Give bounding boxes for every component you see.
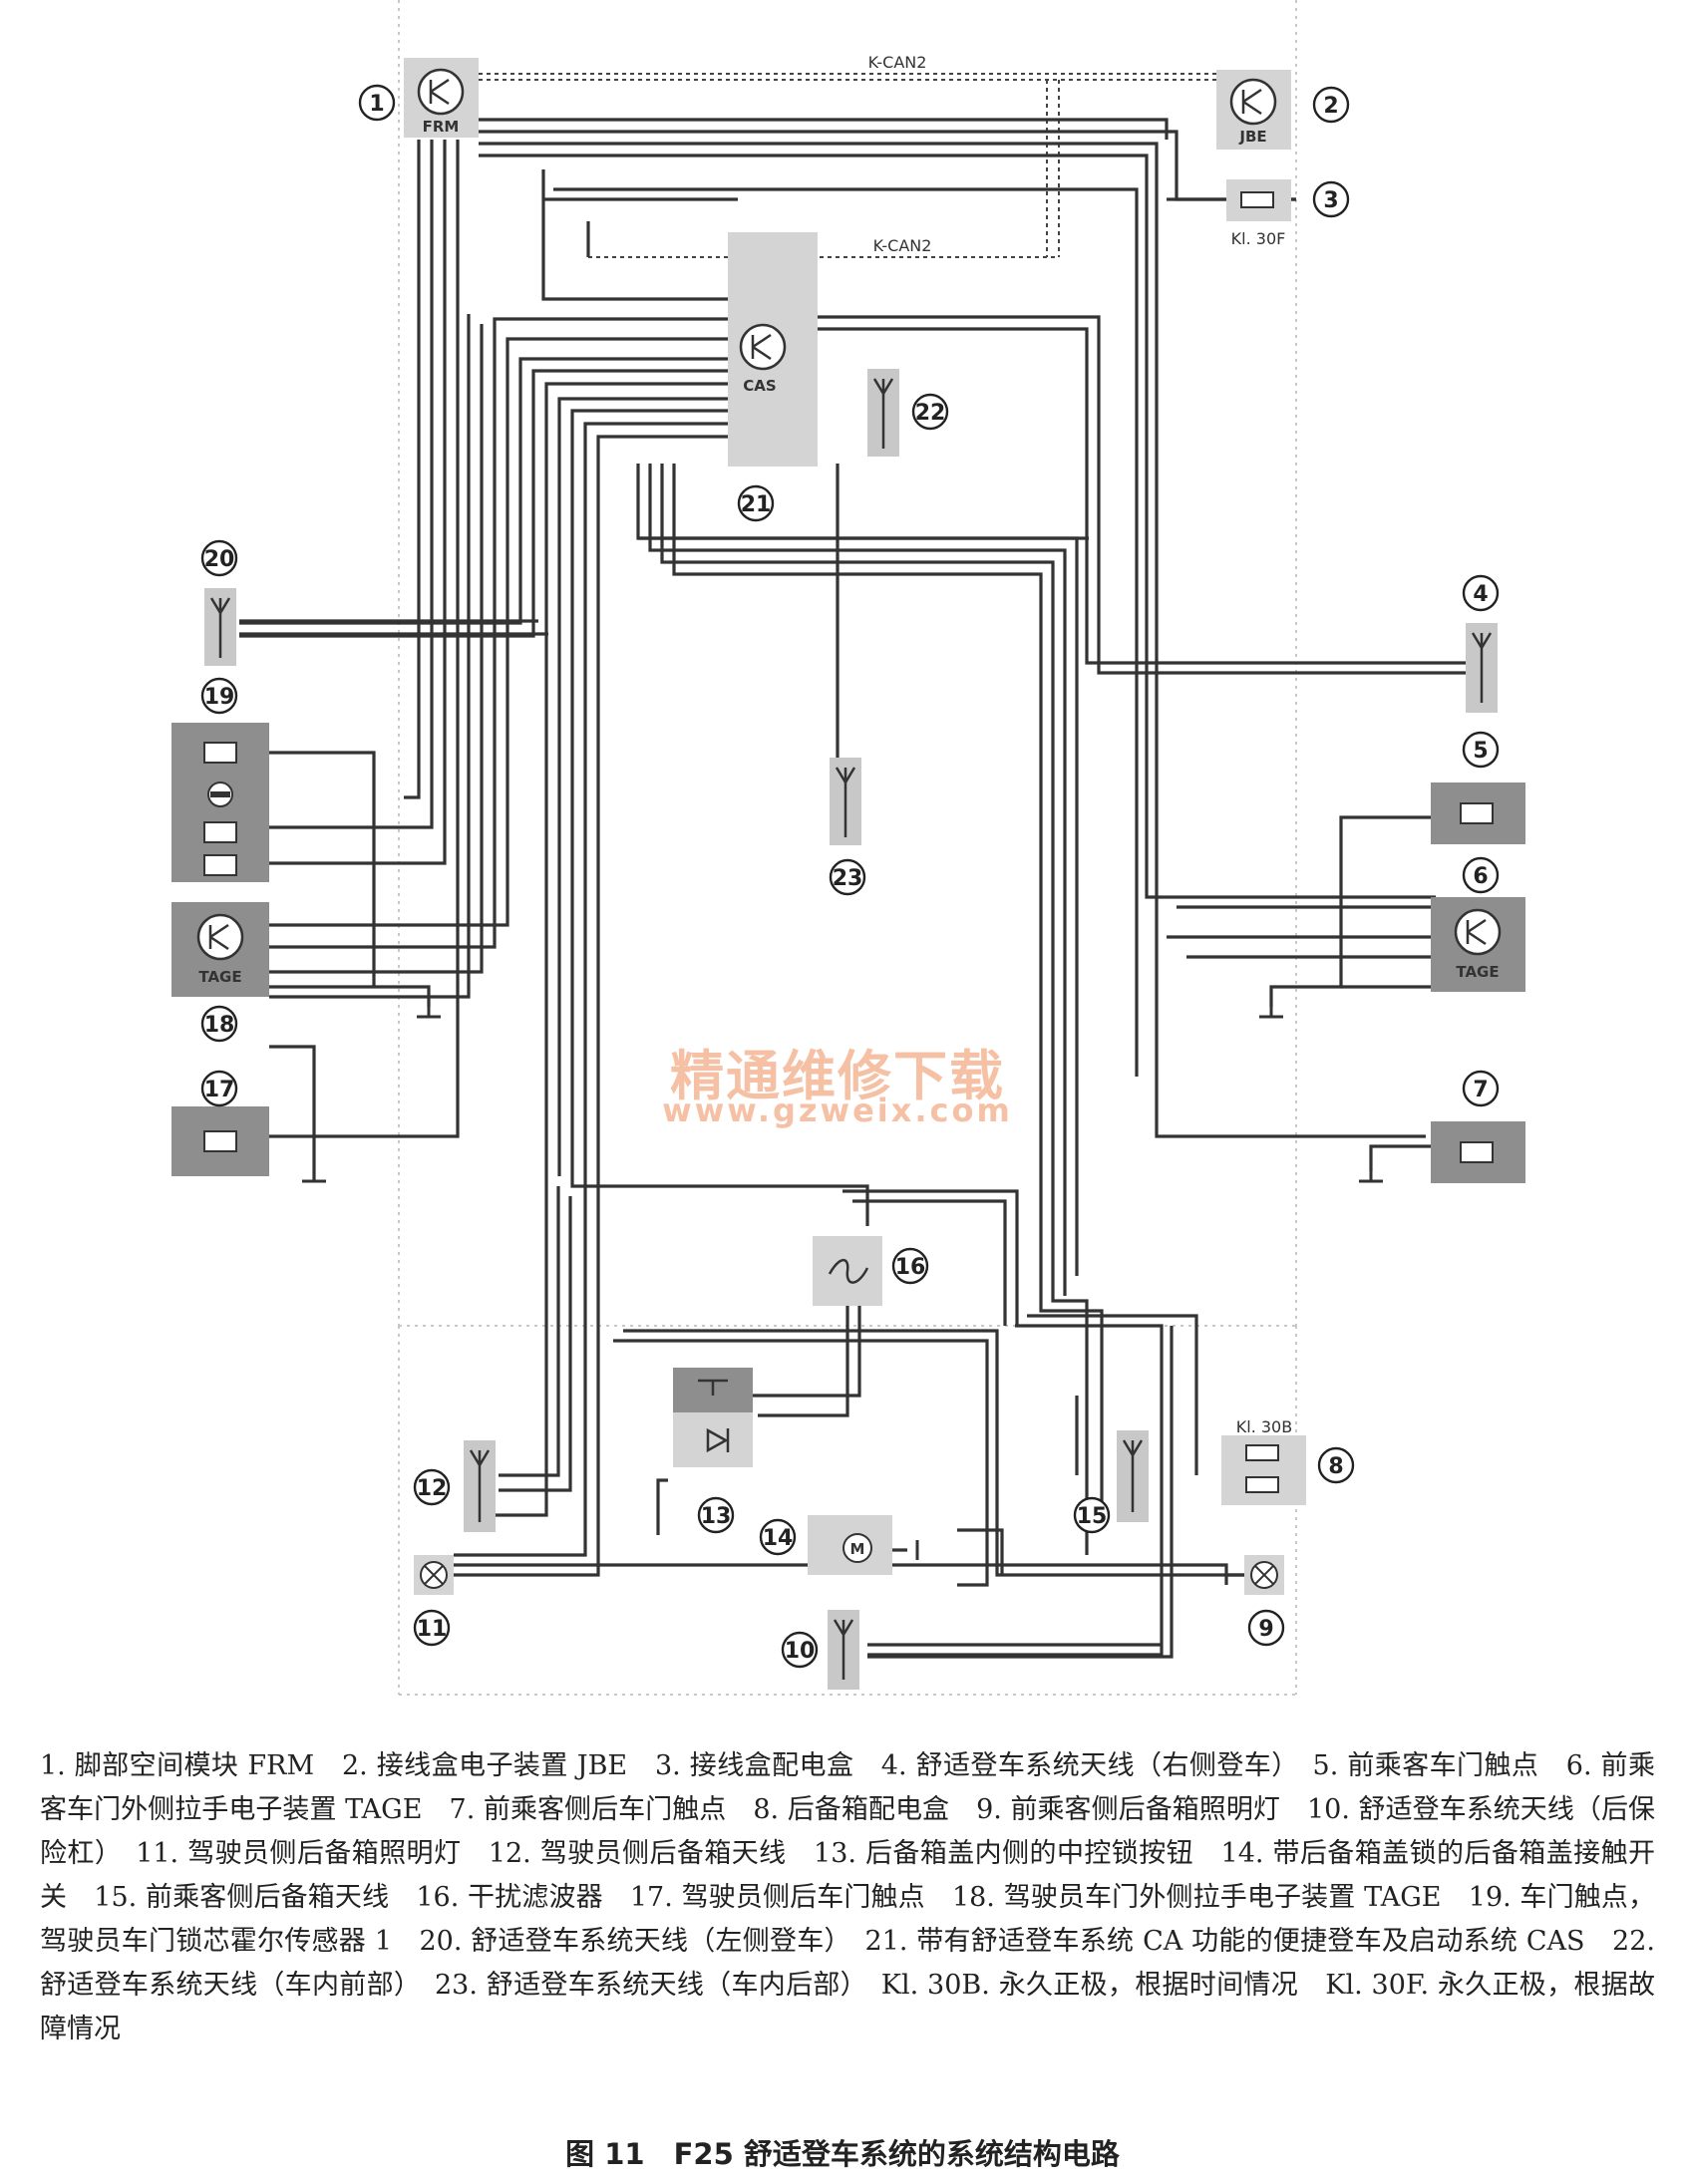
module-cas: CAS (728, 232, 818, 467)
kl30b-label: Kl. 30B (1236, 1417, 1292, 1436)
antenna-15 (1117, 1430, 1149, 1522)
k-can2-mid-label: K-CAN2 (873, 236, 932, 255)
cas-label: CAS (743, 377, 776, 395)
svg-text:17: 17 (204, 1078, 235, 1102)
callout-6: 6 (1462, 856, 1500, 894)
module-frm: FRM (404, 58, 479, 138)
callout-23: 23 (829, 858, 866, 896)
svg-text:10: 10 (785, 1639, 816, 1664)
antenna-10 (828, 1610, 859, 1690)
circuit-diagram: FRM JBE Kl. 30F CAS TAGE (171, 0, 1525, 1696)
callout-11: 11 (413, 1609, 451, 1647)
svg-text:7: 7 (1473, 1078, 1488, 1102)
callout-20: 20 (200, 539, 238, 577)
door-contact-17 (171, 1106, 269, 1176)
fuse-box-8: Kl. 30B (1221, 1417, 1306, 1505)
watermark-title: 精通维修下载 (670, 1045, 1005, 1107)
callout-14: 14 (759, 1518, 797, 1556)
callout-5: 5 (1462, 731, 1500, 769)
figure-caption: 图 11 F25 舒适登车系统的系统结构电路 (565, 2137, 1120, 2171)
frm-label: FRM (423, 118, 460, 136)
legend-text: 1. 脚部空间模块 FRM 2. 接线盒电子装置 JBE 3. 接线盒配电盒 4… (40, 1750, 1655, 2044)
svg-text:18: 18 (204, 1013, 235, 1038)
interference-filter-16 (813, 1236, 882, 1306)
trunk-lamp-9 (1244, 1555, 1284, 1595)
svg-text:15: 15 (1077, 1504, 1108, 1529)
svg-text:1: 1 (369, 92, 384, 117)
svg-text:2: 2 (1323, 94, 1338, 119)
svg-text:22: 22 (915, 401, 946, 426)
kl30f-label: Kl. 30F (1231, 229, 1286, 248)
callout-1: 1 (358, 84, 396, 122)
callout-9: 9 (1247, 1609, 1285, 1647)
svg-text:3: 3 (1323, 188, 1338, 213)
antenna-23 (830, 758, 861, 845)
antenna-22 (867, 369, 899, 457)
callout-18: 18 (200, 1005, 238, 1043)
svg-text:21: 21 (741, 492, 772, 517)
antenna-20 (204, 588, 236, 666)
door-contact-5 (1431, 782, 1525, 844)
ground-symbols (302, 997, 1383, 1560)
callout-21: 21 (737, 484, 775, 522)
svg-text:20: 20 (204, 547, 235, 572)
callout-17: 17 (200, 1070, 238, 1107)
callout-3: 3 (1312, 180, 1350, 218)
watermark-url: www.gzweix.com (662, 1092, 1013, 1129)
callout-15: 15 (1073, 1496, 1111, 1534)
door-contacts-19 (171, 723, 269, 882)
callout-10: 10 (781, 1631, 819, 1669)
callout-16: 16 (891, 1247, 929, 1285)
antenna-4 (1466, 623, 1498, 713)
callout-8: 8 (1317, 1446, 1355, 1484)
central-lock-button-13 (673, 1368, 753, 1467)
svg-text:9: 9 (1258, 1617, 1273, 1642)
wiring (229, 118, 1466, 1659)
door-contact-7 (1431, 1121, 1525, 1183)
legend: 1. 脚部空间模块 FRM 2. 接线盒电子装置 JBE 3. 接线盒配电盒 4… (40, 1744, 1655, 2051)
svg-text:M: M (850, 1540, 865, 1558)
module-jbe: JBE (1216, 70, 1291, 150)
jbe-label: JBE (1238, 128, 1266, 146)
svg-text:8: 8 (1328, 1454, 1343, 1479)
callout-22: 22 (911, 393, 949, 431)
tage-left-label: TAGE (198, 968, 241, 986)
tage-right-label: TAGE (1456, 963, 1499, 981)
callout-4: 4 (1462, 574, 1500, 612)
callout-7: 7 (1462, 1070, 1500, 1107)
svg-text:19: 19 (204, 685, 235, 710)
fuse-box-3: Kl. 30F (1226, 179, 1291, 248)
svg-text:11: 11 (417, 1617, 448, 1642)
trunk-lamp-11 (414, 1555, 454, 1595)
svg-text:4: 4 (1473, 582, 1488, 607)
callout-19: 19 (200, 677, 238, 715)
svg-text:23: 23 (833, 866, 863, 891)
svg-text:12: 12 (417, 1476, 448, 1501)
k-can2-top-label: K-CAN2 (868, 53, 927, 72)
svg-text:16: 16 (895, 1255, 926, 1280)
module-tage-left: TAGE (171, 902, 269, 997)
svg-text:5: 5 (1473, 739, 1488, 764)
module-tage-right: TAGE (1431, 897, 1525, 992)
callout-13: 13 (697, 1496, 735, 1534)
k-can2-bus (479, 73, 1226, 258)
antenna-12 (464, 1440, 496, 1532)
callout-12: 12 (413, 1468, 451, 1506)
callout-2: 2 (1312, 86, 1350, 124)
lid-contact-switch-14: M (808, 1515, 892, 1575)
svg-text:13: 13 (701, 1504, 732, 1529)
svg-text:14: 14 (763, 1526, 794, 1551)
svg-text:6: 6 (1473, 864, 1488, 889)
